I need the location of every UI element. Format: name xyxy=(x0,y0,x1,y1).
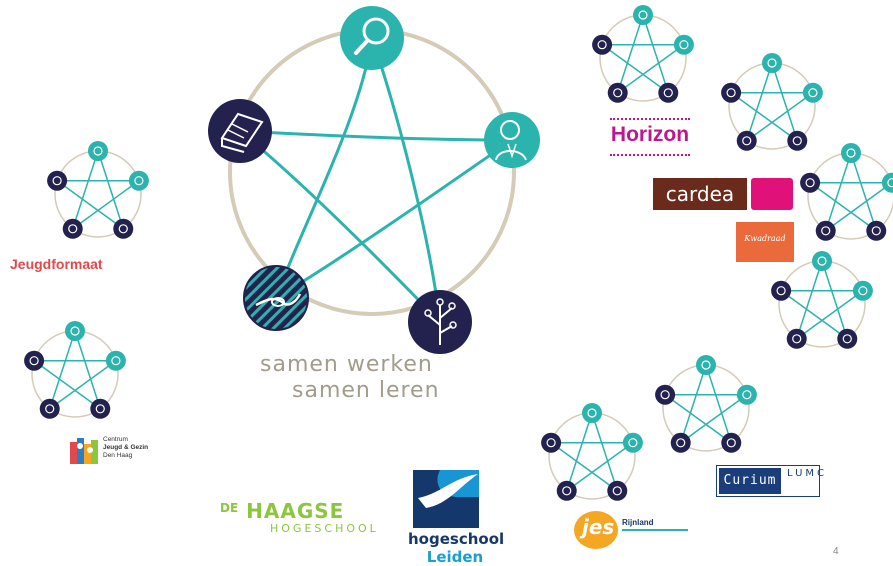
cardea-logo: cardea xyxy=(653,178,747,210)
small-star-diagram xyxy=(47,141,149,239)
person-icon xyxy=(105,350,126,371)
jeugdformaat-logo: Jeugdformaat xyxy=(10,256,103,272)
book-icon xyxy=(800,172,821,193)
curium-main: Curium xyxy=(719,468,781,494)
plant-icon xyxy=(837,328,858,349)
book-icon xyxy=(655,384,676,405)
plant-icon xyxy=(607,480,628,501)
person-icon xyxy=(484,112,540,168)
handshake-icon xyxy=(786,328,807,349)
cjg-line-1: Centrum xyxy=(103,436,128,443)
plant-icon xyxy=(787,130,808,151)
cjg-mark-icon xyxy=(70,438,98,464)
hsl-line-1: hogeschool xyxy=(408,530,505,548)
person-icon xyxy=(622,432,643,453)
person-icon xyxy=(673,34,694,55)
magnifier-icon xyxy=(762,53,782,73)
small-star-diagram xyxy=(592,5,694,103)
plant-icon xyxy=(721,432,742,453)
book-icon xyxy=(208,99,272,163)
book-icon xyxy=(47,170,68,191)
plant-icon xyxy=(90,398,111,419)
haagse-de: DE xyxy=(220,501,239,515)
handshake-icon xyxy=(243,265,309,331)
magnifier-icon xyxy=(65,321,85,341)
book-icon xyxy=(541,432,562,453)
kwadraad-logo: Kwadraad xyxy=(736,222,794,262)
page-number: 4 xyxy=(833,546,839,557)
haagse-main: HAAGSE xyxy=(246,499,345,523)
magnifier-icon xyxy=(340,6,404,70)
curium-lumc: LUMC xyxy=(787,468,828,479)
cardea-pink-block xyxy=(751,178,793,210)
curium-lumc-logo: Curium LUMC xyxy=(716,465,828,497)
small-star-diagram xyxy=(655,355,757,453)
main-star-diagram xyxy=(208,6,540,354)
haagse-hogeschool-logo: DE HAAGSE HOGESCHOOL xyxy=(220,497,379,536)
magnifier-icon xyxy=(582,403,602,423)
jes-sub: Rijnland xyxy=(622,518,654,527)
magnifier-icon xyxy=(812,251,832,271)
handshake-icon xyxy=(39,398,60,419)
book-icon xyxy=(592,34,613,55)
small-star-diagram xyxy=(24,321,126,419)
plant-icon xyxy=(113,218,134,239)
person-icon xyxy=(736,384,757,405)
book-icon xyxy=(24,350,45,371)
magnifier-icon xyxy=(696,355,716,375)
handshake-icon xyxy=(815,220,836,241)
book-icon xyxy=(771,280,792,301)
jes-rijnland-logo: jes Rijnland xyxy=(574,510,694,550)
jes-main: jes xyxy=(582,515,615,539)
small-diagrams xyxy=(24,5,893,501)
magnifier-icon xyxy=(88,141,108,161)
magnifier-icon xyxy=(633,5,653,25)
small-star-diagram xyxy=(721,53,823,151)
cjg-line-2: Jeugd & Gezin xyxy=(103,444,149,451)
plant-icon xyxy=(658,82,679,103)
small-star-diagram xyxy=(541,403,643,501)
handshake-icon xyxy=(556,480,577,501)
cjg-den-haag-logo: Centrum Jeugd & Gezin Den Haag xyxy=(70,436,170,470)
horizon-logo: Horizon xyxy=(610,118,690,156)
book-icon xyxy=(721,82,742,103)
small-star-diagram xyxy=(800,143,893,241)
tagline-line-1: samen werken xyxy=(260,352,433,377)
person-icon xyxy=(852,280,873,301)
hsl-line-2: Leiden xyxy=(426,548,484,566)
haagse-sub: HOGESCHOOL xyxy=(270,522,379,535)
handshake-icon xyxy=(607,82,628,103)
plant-icon xyxy=(408,290,472,354)
handshake-icon xyxy=(62,218,83,239)
plant-icon xyxy=(866,220,887,241)
small-star-diagram xyxy=(771,251,873,349)
tagline-line-2: samen leren xyxy=(292,378,440,403)
handshake-icon xyxy=(736,130,757,151)
handshake-icon xyxy=(670,432,691,453)
jes-logo-mark xyxy=(574,511,618,549)
cjg-line-3: Den Haag xyxy=(103,452,133,459)
magnifier-icon xyxy=(841,143,861,163)
person-icon xyxy=(802,82,823,103)
person-icon xyxy=(128,170,149,191)
hogeschool-leiden-emblem xyxy=(413,470,479,528)
